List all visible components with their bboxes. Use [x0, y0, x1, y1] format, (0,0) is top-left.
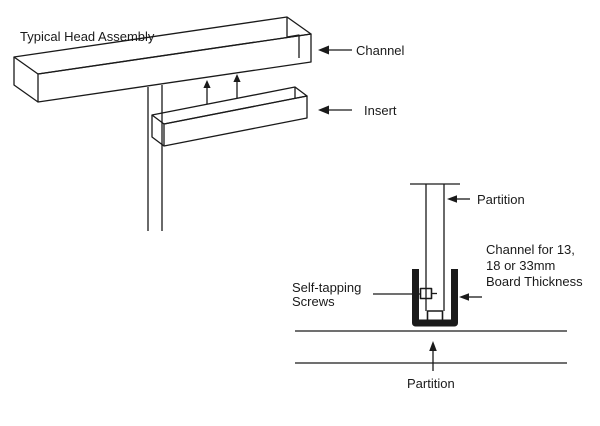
channel-top-face: [13, 16, 312, 75]
cross-section-detail: [295, 183, 567, 371]
channel-left-end: [13, 57, 39, 103]
detail-partition-board: [410, 183, 460, 311]
insert-label: Insert: [364, 103, 397, 118]
insert-front-face: [163, 95, 308, 147]
channel-front-face: [37, 33, 312, 103]
insert-top-rim: [151, 86, 308, 125]
self-tapping-screws-label: Self-tapping Screws: [292, 280, 362, 309]
partition-bottom-label: Partition: [407, 376, 455, 391]
channel-spec-label: Channel for 13, 18 or 33mm Board Thickne…: [486, 242, 583, 289]
partition-top-label: Partition: [477, 192, 525, 207]
channel-arrowhead: [318, 45, 329, 55]
arrowheads: [203, 45, 469, 351]
insert-up-arrowhead-1: [203, 80, 211, 88]
bottom-partition-arrowhead: [429, 341, 437, 351]
channel-spacer-block: [426, 310, 444, 324]
head-channel-shape: [13, 16, 312, 103]
insert-up-arrowhead-2: [233, 74, 241, 82]
channel-right-end-profile: [286, 17, 300, 58]
floor-channel-section: [412, 269, 458, 327]
detail-bottom-partition: [295, 330, 567, 364]
head-partition-stud: [147, 85, 163, 231]
insert-arrowhead: [318, 105, 329, 115]
partition-arrowhead: [447, 195, 457, 203]
channel-spec-arrowhead: [459, 293, 469, 301]
channel-label: Channel: [356, 43, 405, 58]
insert-shape: [151, 86, 308, 147]
head-assembly-drawing: [13, 16, 352, 231]
diagram-title: Typical Head Assembly: [20, 29, 155, 44]
screw-symbol: [419, 287, 437, 300]
insert-left-end: [151, 115, 165, 147]
